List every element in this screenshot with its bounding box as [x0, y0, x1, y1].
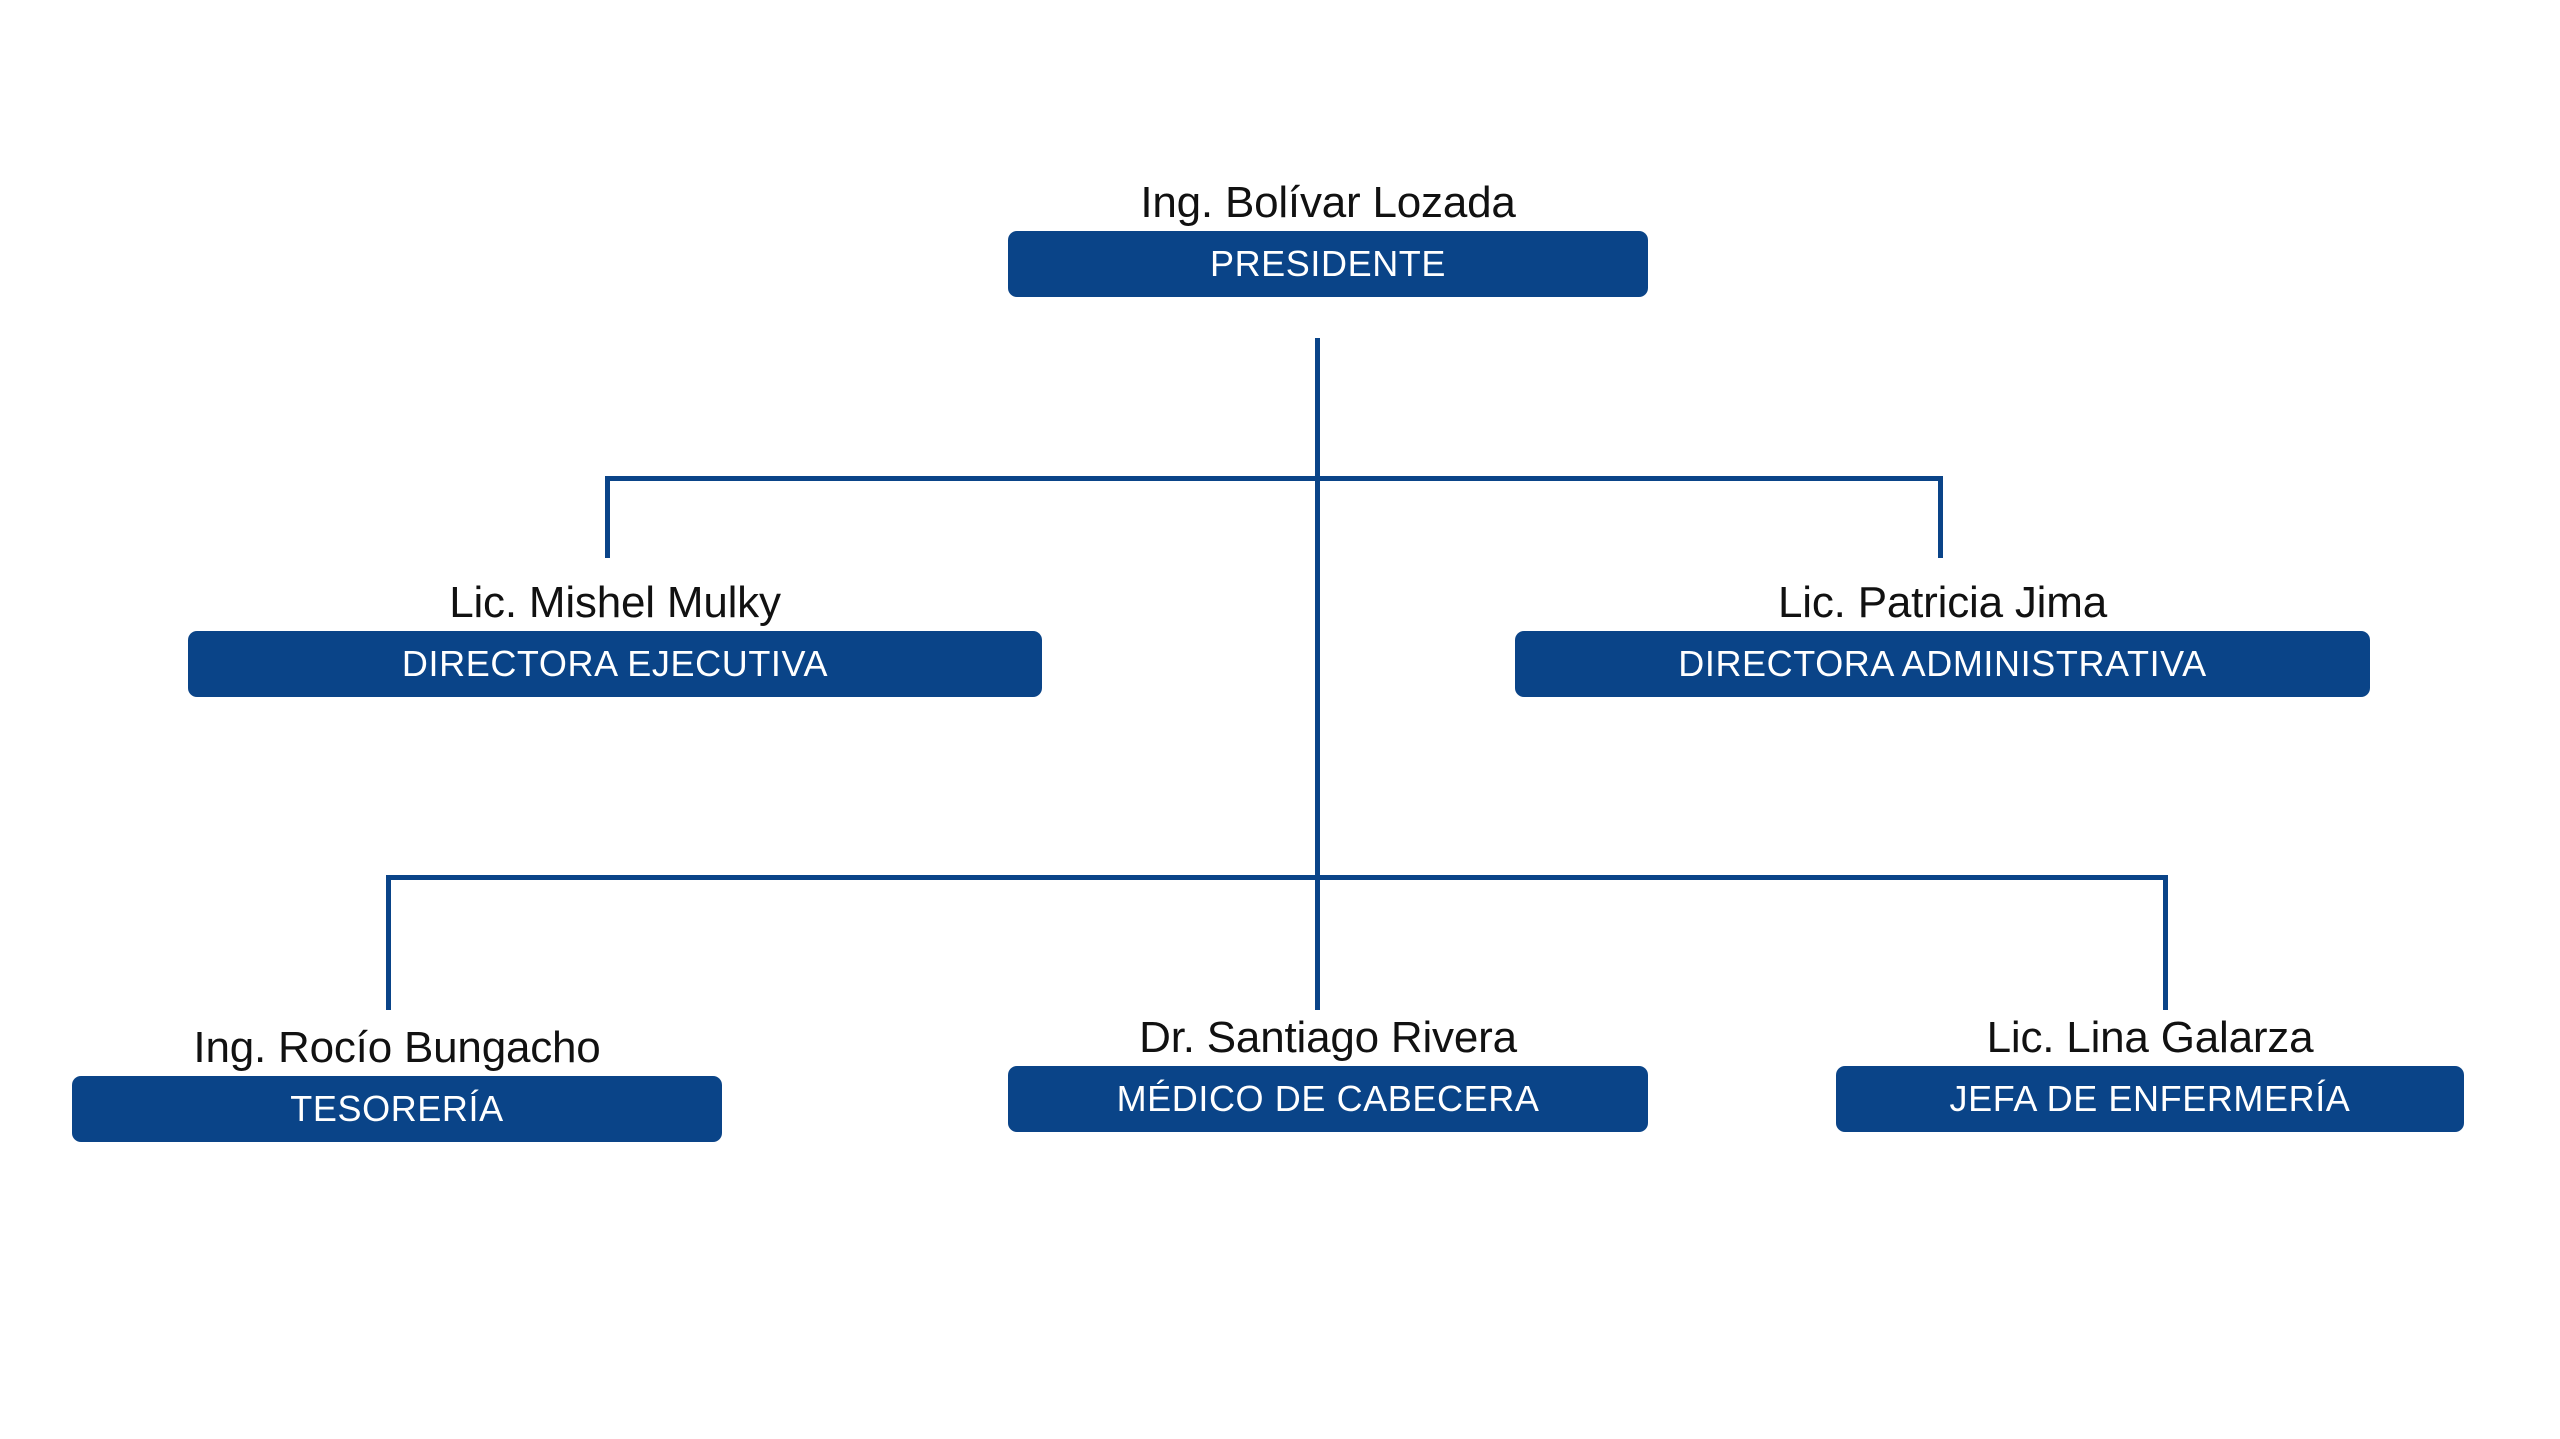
- org-node-jefa-de-enfermeria-title: JEFA DE ENFERMERÍA: [1949, 1078, 2351, 1120]
- org-node-jefa-de-enfermeria-name: Lic. Lina Galarza: [1986, 1013, 2314, 1062]
- connector-trunk-vertical: [1315, 338, 1320, 1010]
- connector-level3-horizontal: [386, 875, 2168, 880]
- org-node-directora-ejecutiva-title-box[interactable]: DIRECTORA EJECUTIVA: [188, 631, 1042, 698]
- org-node-directora-administrativa-title-box[interactable]: DIRECTORA ADMINISTRATIVA: [1515, 631, 2370, 698]
- org-node-directora-administrativa-title: DIRECTORA ADMINISTRATIVA: [1678, 643, 2207, 685]
- connector-level2-horizontal: [605, 476, 1943, 481]
- connector-level3-drop-left: [386, 875, 391, 1010]
- connector-level2-drop-left: [605, 476, 610, 558]
- org-node-presidente-title-box[interactable]: PRESIDENTE: [1008, 231, 1648, 298]
- org-node-directora-ejecutiva-title: DIRECTORA EJECUTIVA: [401, 643, 829, 685]
- connector-level3-drop-right: [2163, 875, 2168, 1010]
- org-node-jefa-de-enfermeria[interactable]: Lic. Lina Galarza JEFA DE ENFERMERÍA: [1836, 1013, 2464, 1133]
- org-node-presidente-name: Ing. Bolívar Lozada: [1140, 178, 1516, 227]
- org-node-presidente-title: PRESIDENTE: [1209, 243, 1447, 285]
- org-node-directora-ejecutiva-name: Lic. Mishel Mulky: [449, 578, 781, 627]
- connector-level2-drop-right: [1938, 476, 1943, 558]
- org-node-directora-ejecutiva[interactable]: Lic. Mishel Mulky DIRECTORA EJECUTIVA: [188, 578, 1042, 698]
- org-node-jefa-de-enfermeria-title-box[interactable]: JEFA DE ENFERMERÍA: [1836, 1066, 2464, 1133]
- org-node-medico-de-cabecera-title-box[interactable]: MÉDICO DE CABECERA: [1008, 1066, 1648, 1133]
- org-node-tesoreria-title: TESORERÍA: [290, 1088, 504, 1130]
- org-node-directora-administrativa[interactable]: Lic. Patricia Jima DIRECTORA ADMINISTRAT…: [1515, 578, 2370, 698]
- org-node-tesoreria-name: Ing. Rocío Bungacho: [193, 1023, 601, 1072]
- org-node-tesoreria[interactable]: Ing. Rocío Bungacho TESORERÍA: [72, 1023, 722, 1143]
- org-node-medico-de-cabecera[interactable]: Dr. Santiago Rivera MÉDICO DE CABECERA: [1008, 1013, 1648, 1133]
- org-node-tesoreria-title-box[interactable]: TESORERÍA: [72, 1076, 722, 1143]
- org-node-presidente[interactable]: Ing. Bolívar Lozada PRESIDENTE: [1008, 178, 1648, 298]
- org-node-medico-de-cabecera-title: MÉDICO DE CABECERA: [1116, 1078, 1540, 1120]
- org-node-directora-administrativa-name: Lic. Patricia Jima: [1778, 578, 2107, 627]
- org-node-medico-de-cabecera-name: Dr. Santiago Rivera: [1139, 1013, 1517, 1062]
